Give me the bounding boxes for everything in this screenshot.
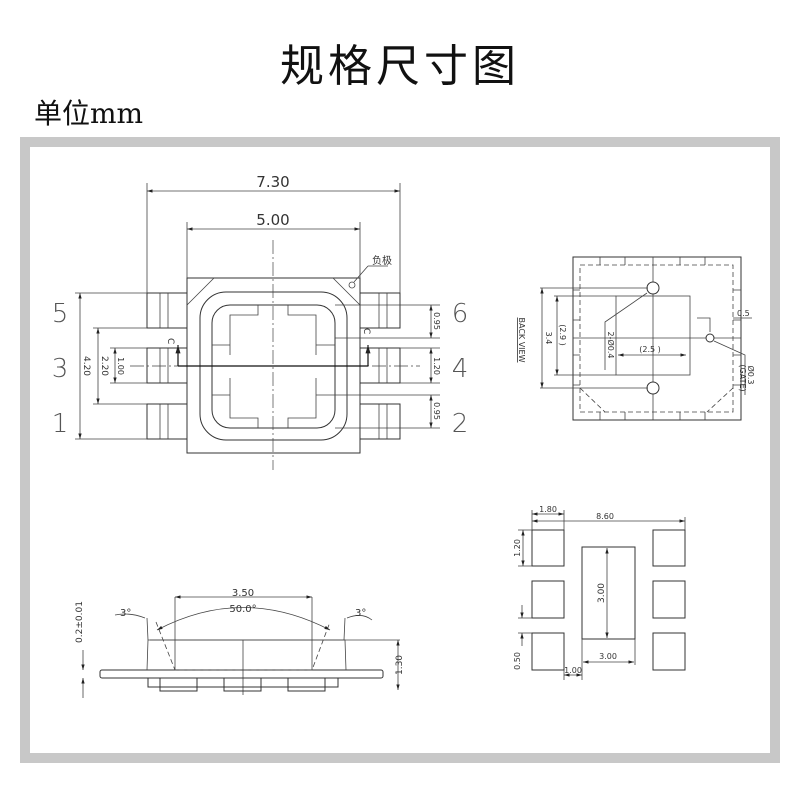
dim-3-4: 3.4 <box>544 332 553 345</box>
footprint: 1.80 8.60 1.20 3.00 3.00 1.00 0.50 <box>513 505 686 680</box>
back-view-label: BACK VIEW <box>517 318 526 363</box>
dim-1-00-gap: 1.00 <box>564 666 582 675</box>
pin-1: 1 <box>52 409 69 439</box>
dim-width-overall: 7.30 <box>256 173 289 191</box>
dim-plate-thickness: 0.2±0.01 <box>75 601 85 643</box>
dim-3-00-height: 3.00 <box>597 583 607 603</box>
dim-2-9: (2.9 ) <box>558 324 567 346</box>
pin-2: 2 <box>452 409 469 439</box>
pin-5: 5 <box>52 299 69 329</box>
dim-4-20: 4.20 <box>81 356 91 376</box>
dim-1-20: 1.20 <box>432 357 441 375</box>
back-view: BACK VIEW 3.4 (2.9 ) (2.5 ) 2-Ø0.4 Ø0.3 … <box>517 256 756 421</box>
unit-label: 单位mm <box>34 97 144 130</box>
dim-1-30: 1.30 <box>395 655 405 675</box>
holes-label: 2-Ø0.4 <box>606 332 616 359</box>
plate <box>99 669 384 679</box>
dim-8-60: 8.60 <box>596 512 614 521</box>
dim-0-50: 0.50 <box>513 652 522 670</box>
dim-1-80: 1.80 <box>539 505 557 514</box>
front-view: C C 7.30 5.00 负极 4.20 2.20 1.00 0.95 1.2… <box>52 173 469 470</box>
pin-4: 4 <box>452 354 469 384</box>
dim-2-20: 2.20 <box>99 356 109 376</box>
gate-size: Ø0.3 <box>746 365 756 384</box>
pin-6: 6 <box>452 299 469 329</box>
dim-0-5: 0.5 <box>737 309 750 318</box>
draft-angle-left: 3° <box>120 608 131 619</box>
dim-width-body: 5.00 <box>256 211 289 229</box>
dim-3-00-width: 3.00 <box>599 652 617 661</box>
leads <box>146 292 401 440</box>
dim-1-20-pad: 1.20 <box>513 539 522 557</box>
gate-label: (GATE) <box>738 364 747 391</box>
dim-3-50: 3.50 <box>232 588 254 599</box>
cathode-label: 负极 <box>372 254 392 267</box>
section-mark-left: C <box>165 338 175 344</box>
dim-2-5: (2.5 ) <box>639 345 661 354</box>
side-view: 3.50 50.0° 3° 3° 1.30 0.2±0.01 <box>75 588 405 698</box>
page-title: 规格尺寸图 <box>280 41 520 92</box>
dim-1-00: 1.00 <box>116 357 125 375</box>
dim-0-95-bottom: 0.95 <box>432 402 441 420</box>
lens-angle: 50.0° <box>229 604 256 615</box>
section-mark-right: C <box>361 328 371 334</box>
draft-angle-right: 3° <box>355 608 366 619</box>
cathode-mark <box>348 281 356 289</box>
dim-0-95-top: 0.95 <box>432 312 441 330</box>
pin-3: 3 <box>52 354 69 384</box>
